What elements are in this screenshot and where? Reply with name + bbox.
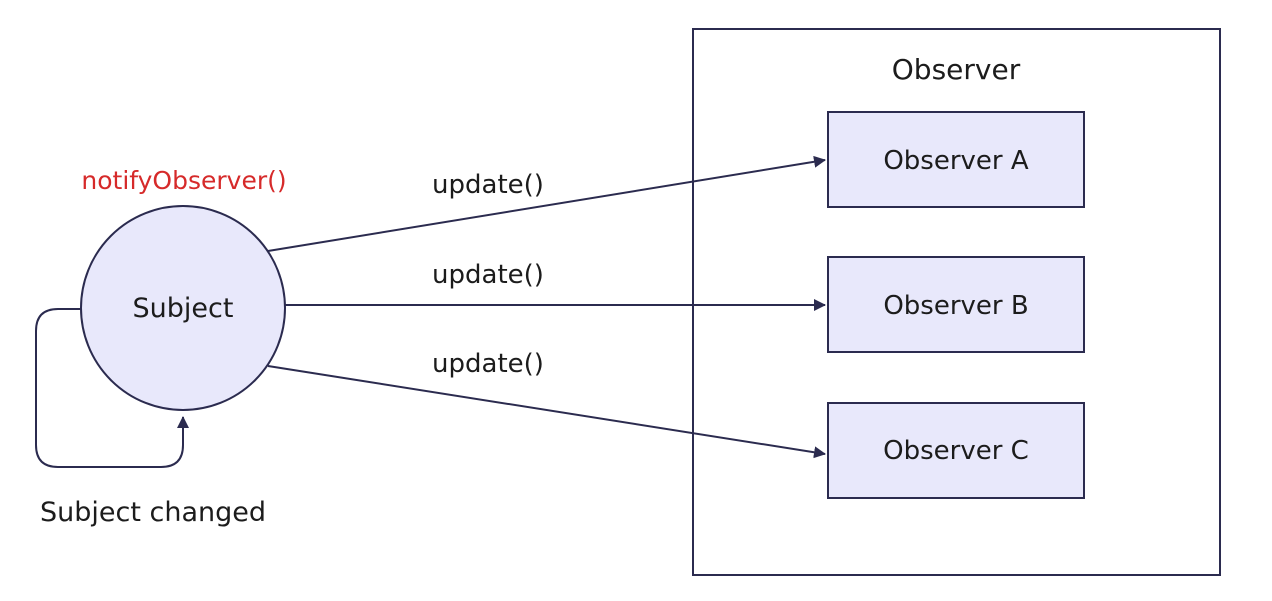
- observer-container: [692, 28, 1221, 576]
- subject-label: Subject: [133, 293, 234, 324]
- observer-a-box: [827, 111, 1085, 208]
- update-label-a: update(): [432, 170, 544, 200]
- observer-container-title: Observer: [892, 53, 1021, 86]
- observer-c-label: Observer C: [883, 436, 1029, 466]
- update-arrow-c: [267, 365, 826, 459]
- update-label-c: update(): [432, 349, 544, 379]
- notify-observer-label: notifyObserver(): [81, 166, 286, 195]
- update-label-b: update(): [432, 260, 544, 290]
- observer-b-label: Observer B: [883, 291, 1028, 321]
- subject-changed-loop: [35, 308, 189, 468]
- observer-c-box: [827, 402, 1085, 499]
- subject-changed-label: Subject changed: [40, 497, 266, 528]
- observer-a-label: Observer A: [883, 146, 1029, 176]
- observer-b-box: [827, 256, 1085, 353]
- update-arrow-a: [267, 155, 826, 252]
